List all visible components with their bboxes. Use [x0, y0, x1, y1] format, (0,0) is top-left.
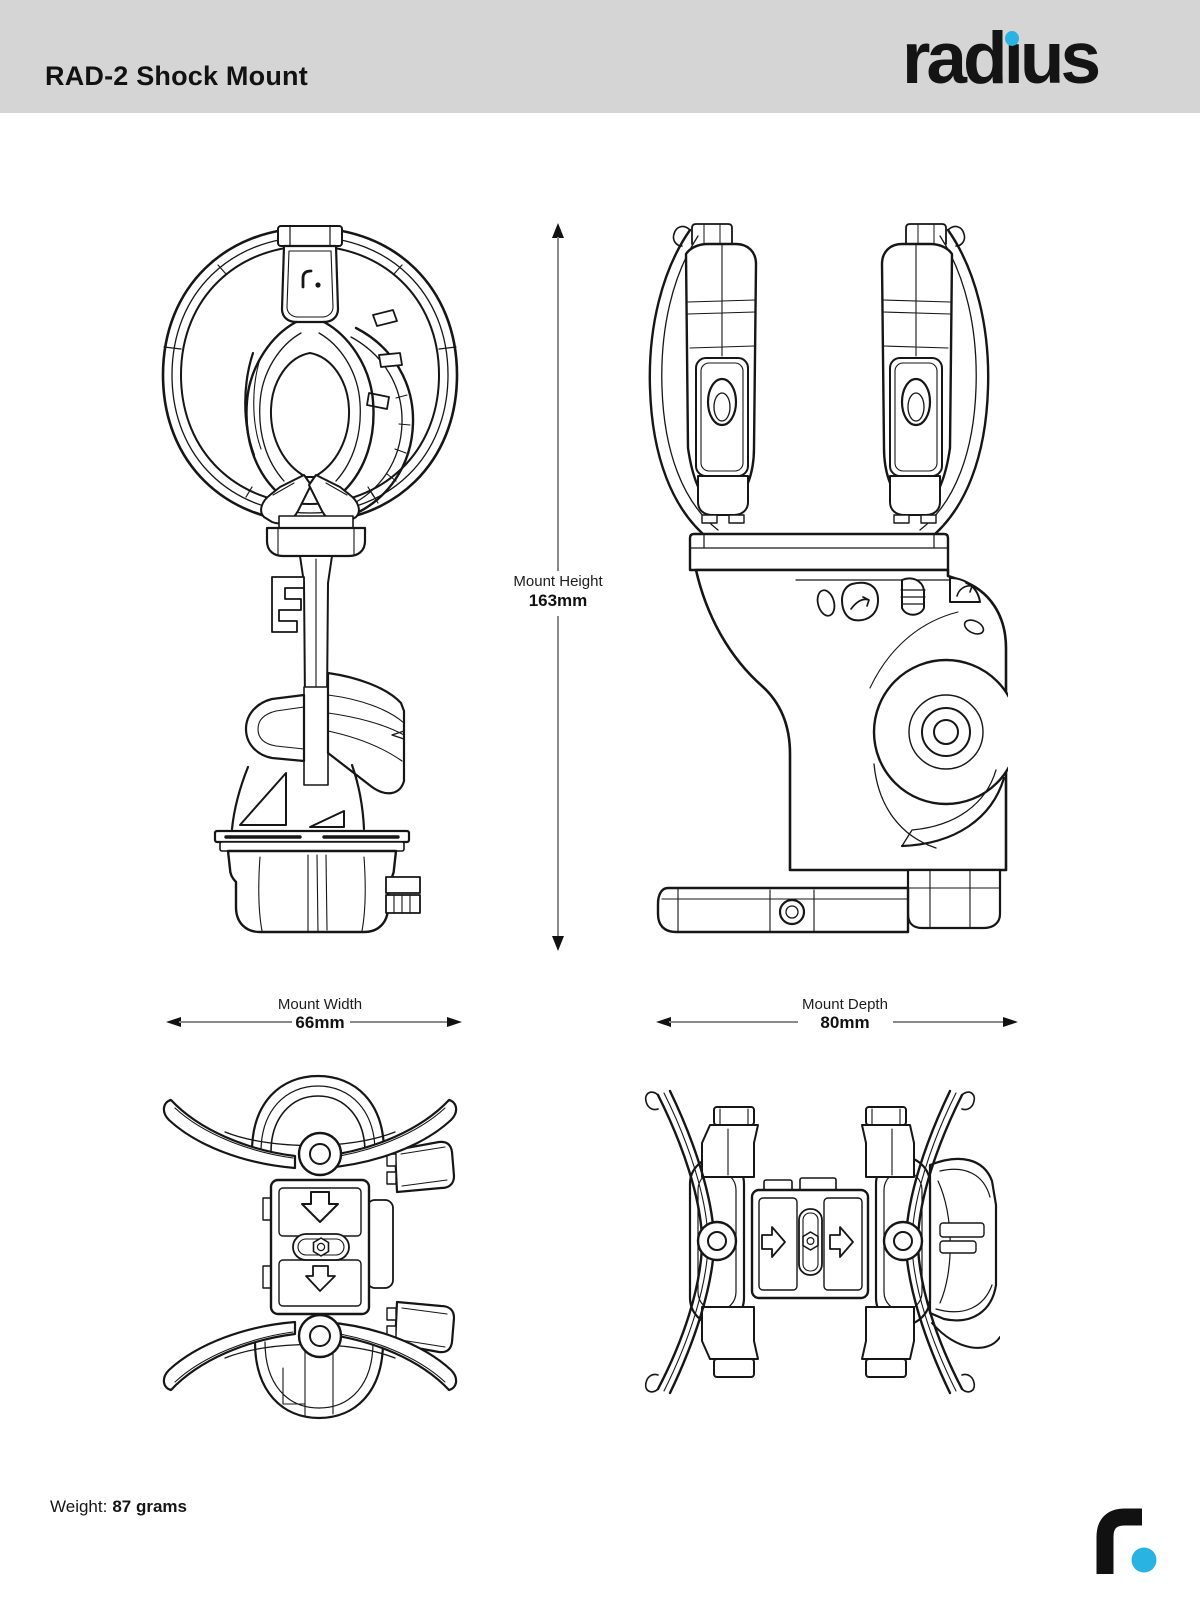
page-title: RAD-2 Shock Mount [45, 61, 308, 91]
front-view-drawing [160, 225, 460, 935]
bottom-view-drawing [640, 1085, 1000, 1400]
dim-depth-arrow-left-icon [656, 1017, 671, 1027]
dim-height-arrow-down-icon [552, 936, 564, 951]
dim-depth-label: Mount Depth [802, 996, 888, 1013]
dim-depth-value: 80mm [820, 1013, 870, 1032]
brand-text-pre: rad [902, 18, 1008, 99]
brand-letter-i: ı [1003, 18, 1024, 99]
dim-width-arrow-right-icon [447, 1017, 462, 1027]
dim-depth-line-right [893, 1021, 1004, 1023]
dim-width-arrow-left-icon [166, 1017, 181, 1027]
radius-logo-mark [1092, 1506, 1164, 1578]
weight-value: 87 grams [112, 1497, 187, 1516]
dim-depth-arrow-right-icon [1003, 1017, 1018, 1027]
radius-r-icon [1096, 1508, 1157, 1574]
dim-height-value: 163mm [528, 591, 588, 610]
dim-width-label: Mount Width [277, 996, 363, 1013]
brand-dot-icon [1004, 31, 1019, 46]
top-view-svg [162, 1074, 458, 1420]
dim-height-arrow-up-icon [552, 223, 564, 238]
dim-width-line-left [179, 1021, 292, 1023]
radius-logo-dot [1131, 1547, 1157, 1573]
front-view-svg [161, 225, 459, 934]
dim-height-label: Mount Height [513, 573, 603, 590]
bottom-view-svg [644, 1089, 1000, 1395]
weight-note: Weight:87 grams [50, 1497, 187, 1517]
dim-width-value: 66mm [295, 1013, 345, 1032]
dim-height-line-bottom [557, 616, 559, 936]
side-view-svg [648, 223, 1008, 934]
side-view-drawing [630, 218, 1008, 936]
weight-label: Weight: [50, 1497, 108, 1516]
dim-width-line-right [350, 1021, 448, 1023]
dim-height-line-top [557, 237, 559, 571]
dim-depth-line-left [669, 1021, 798, 1023]
top-view-drawing [155, 1050, 465, 1425]
brand-text-post: us [1019, 18, 1101, 99]
